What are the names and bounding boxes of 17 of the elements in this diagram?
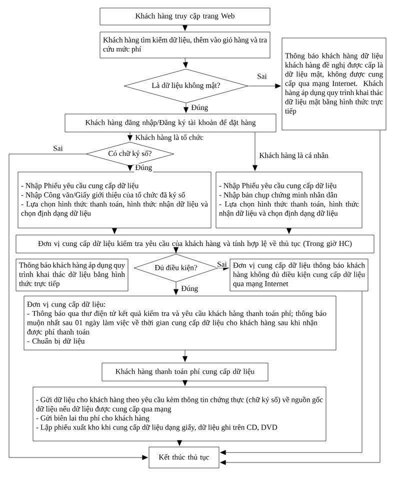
arrow: [248, 84, 281, 88]
arrow: [220, 291, 362, 455]
arrow: [182, 380, 188, 386]
arrow: [220, 130, 380, 465]
arrow: [174, 247, 178, 254]
arrow: [112, 228, 117, 234]
arrow: [184, 103, 188, 113]
arrow: [8, 154, 148, 460]
arrow: [128, 132, 132, 141]
arrow: [286, 228, 292, 234]
arrow: [174, 282, 178, 295]
arrow: [182, 58, 188, 68]
arrow: [177, 440, 182, 446]
arrow: [182, 350, 188, 362]
arrow: [128, 165, 132, 171]
arrow: [252, 132, 258, 171]
arrow: [182, 25, 188, 31]
